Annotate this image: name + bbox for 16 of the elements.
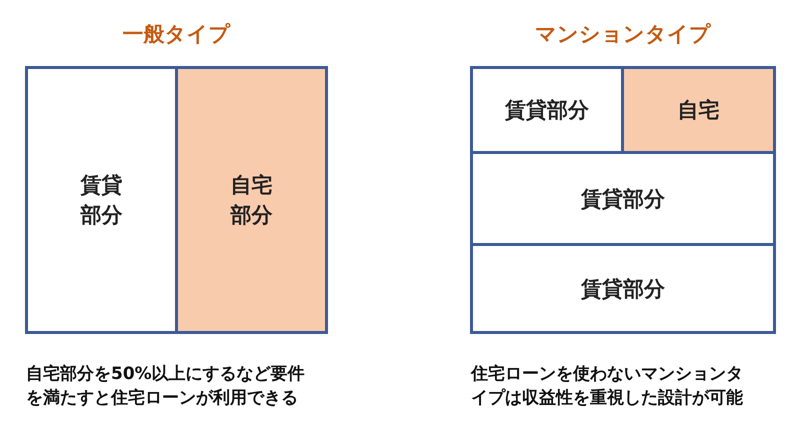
floor-section <box>473 154 773 243</box>
floor-section <box>178 69 325 331</box>
caption-text: 住宅ローンを使わないマンションタイプは収益性を重視した設計が可能 <box>471 363 744 410</box>
floor-section <box>28 69 175 331</box>
section-label: 賃貸部分 <box>581 186 665 212</box>
caption-text: 自宅部分を50%以上にするなど要件を満たすと住宅ローンが利用できる <box>26 363 305 410</box>
floor-section <box>473 69 621 151</box>
section-label: 自宅部分 <box>229 172 274 229</box>
floor-section <box>473 246 773 331</box>
section-label: 賃貸部分 <box>581 276 665 302</box>
section-label: 賃貸部分 <box>79 172 124 229</box>
section-label: 自宅 <box>678 97 720 124</box>
type-heading: 一般タイプ <box>122 21 230 48</box>
type-heading: マンションタイプ <box>535 21 711 48</box>
section-label: 賃貸部分 <box>505 97 589 124</box>
floor-section <box>624 69 773 151</box>
